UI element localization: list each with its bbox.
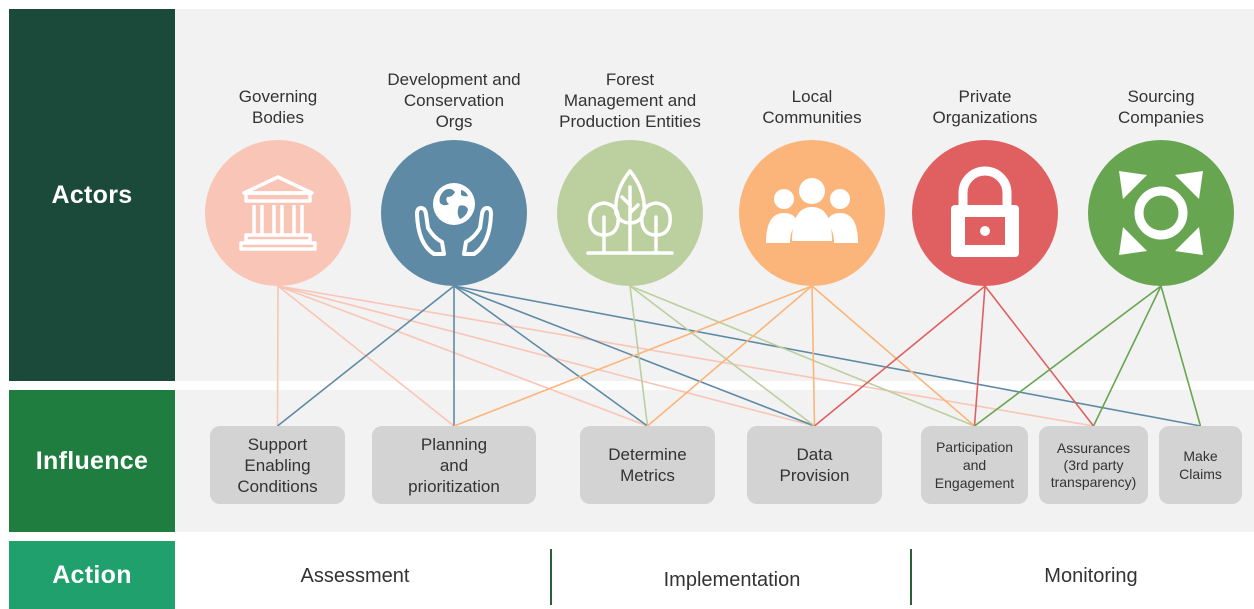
influence-label-metrics: Determine Metrics [608, 445, 687, 485]
actor-circle-sourcing [1088, 140, 1234, 286]
action-implementation: Implementation [663, 569, 801, 591]
actor-circle-private [912, 140, 1058, 286]
link-governing-support [276, 285, 279, 427]
link-private-data [813, 285, 986, 427]
link-sourcing-participation [974, 285, 1162, 427]
influence-label-assurances: Assurances (3rd party transparency) [1050, 439, 1137, 490]
actor-name-development: Development and Conservation Orgs [387, 70, 521, 131]
action-label: Action [52, 560, 132, 589]
actor-name-sourcing: Sourcing Companies [1118, 87, 1204, 127]
action-band-label: Action [9, 541, 175, 609]
action-divider [910, 549, 912, 605]
influence-label-planning: Planning and prioritization [408, 434, 500, 496]
actor-name-governing: Governing Bodies [238, 87, 318, 127]
actors-band-label: Actors [9, 9, 175, 381]
link-local-participation [811, 285, 976, 427]
link-local-planning [453, 285, 813, 427]
padlock-icon [943, 165, 1027, 261]
influence-label: Influence [35, 446, 149, 475]
actor-name-private: Private Organizations [932, 87, 1038, 127]
actor-circle-development [381, 140, 527, 286]
influence-box-assurances: Assurances (3rd party transparency) [1039, 426, 1148, 504]
influence-label-claims: Make Claims [1179, 448, 1222, 482]
action-band [175, 541, 1254, 609]
link-development-claims [453, 285, 1201, 427]
link-governing-assurances [277, 285, 1094, 427]
actors-label: Actors [51, 180, 133, 209]
action-divider [550, 549, 552, 605]
influence-box-metrics: Determine Metrics [580, 426, 715, 504]
influence-box-participation: Participation and Engagement [921, 426, 1028, 504]
link-sourcing-claims [1160, 285, 1202, 427]
actor-circle-governing [205, 140, 351, 286]
expand-arrows-icon [1113, 165, 1209, 261]
influence-box-claims: Make Claims [1159, 426, 1242, 504]
link-governing-metrics [277, 285, 648, 427]
globe-hands-icon [409, 168, 499, 258]
link-private-participation [973, 285, 986, 427]
actor-circle-forest [557, 140, 703, 286]
link-development-support [277, 285, 455, 427]
people-group-icon [762, 171, 862, 255]
trees-icon [582, 165, 678, 261]
influence-label-participation: Participation and Engagement [934, 439, 1015, 491]
link-forest-data [629, 285, 815, 427]
actors-band [175, 9, 1254, 381]
link-private-assurances [984, 285, 1095, 427]
link-local-data [811, 285, 816, 427]
influence-label-data: Data Provision [779, 445, 850, 485]
link-forest-participation [629, 285, 975, 427]
link-local-metrics [646, 285, 813, 427]
actor-name-local: Local Communities [762, 87, 862, 127]
influence-band-label: Influence [9, 390, 175, 532]
action-assessment: Assessment [300, 565, 410, 587]
actor-circle-local [739, 140, 885, 286]
influence-box-data: Data Provision [747, 426, 882, 504]
influence-label-support: Support Enabling Conditions [237, 434, 318, 496]
influence-box-planning: Planning and prioritization [372, 426, 536, 504]
link-sourcing-assurances [1092, 285, 1162, 427]
influence-box-support: Support Enabling Conditions [210, 426, 345, 504]
action-monitoring: Monitoring [1044, 565, 1138, 587]
actor-name-forest: Forest Management and Production Entitie… [559, 70, 701, 131]
government-building-icon [236, 171, 320, 255]
link-governing-data [277, 285, 815, 427]
link-development-metrics [453, 285, 648, 427]
link-forest-metrics [629, 285, 649, 427]
